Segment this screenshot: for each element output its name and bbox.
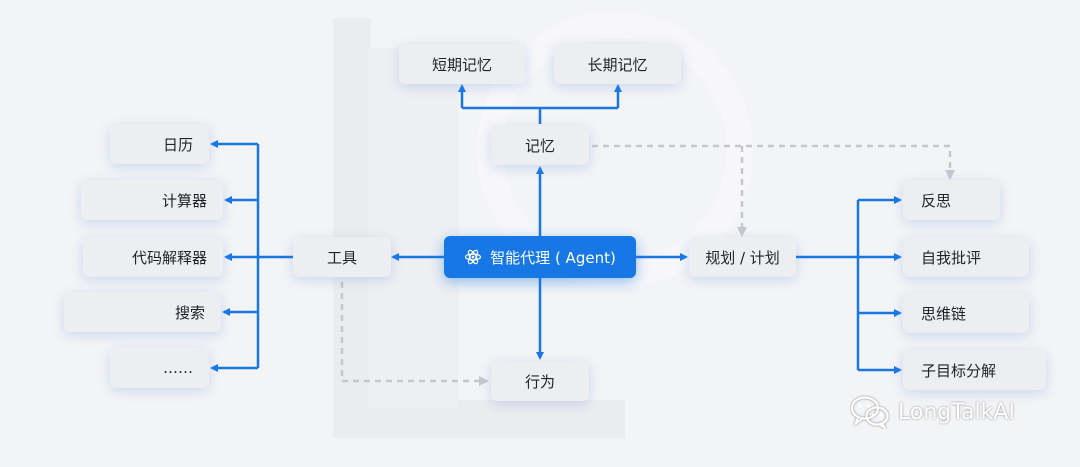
- plan-item-label: 思维链: [921, 304, 967, 323]
- tool-item-label: 计算器: [161, 191, 207, 210]
- plan-item-label: 子目标分解: [921, 361, 997, 380]
- agent-label: 智能代理 ( Agent): [490, 248, 616, 267]
- agent-node: 智能代理 ( Agent): [444, 236, 636, 278]
- tool-item-label: 搜索: [174, 303, 205, 322]
- action-label: 行为: [524, 372, 555, 391]
- plan-item-chain-of-thought: 思维链: [903, 293, 1029, 333]
- dashed-memory-to-reflection: [592, 144, 955, 180]
- tool-item-calculator: 计算器: [81, 180, 223, 220]
- plan-item-self-critique: 自我批评: [903, 237, 1029, 277]
- watermark-text: LongTalkAI: [898, 399, 1015, 425]
- plan-item-label: 反思: [921, 191, 952, 210]
- tools-node: 工具: [293, 237, 391, 277]
- memory-node: 记忆: [491, 125, 589, 165]
- tool-item-label: ……: [163, 359, 193, 377]
- tool-item-code-interpreter: 代码解释器: [83, 237, 223, 277]
- plan-item-subgoal-decomposition: 子目标分解: [903, 350, 1046, 390]
- long-term-memory-label: 长期记忆: [587, 55, 648, 74]
- plan-item-reflection: 反思: [903, 180, 1000, 220]
- wechat-watermark: LongTalkAI: [850, 395, 1015, 429]
- tool-item-search: 搜索: [64, 292, 221, 332]
- tool-item-more: ……: [110, 348, 209, 388]
- tool-item-calendar: 日历: [110, 124, 209, 164]
- tools-label: 工具: [326, 248, 357, 267]
- dashed-tools-to-action: [340, 282, 489, 386]
- action-node: 行为: [491, 361, 589, 401]
- short-term-memory-label: 短期记忆: [431, 55, 492, 74]
- plan-item-label: 自我批评: [921, 248, 982, 267]
- planning-node: 规划 / 计划: [689, 237, 796, 277]
- tool-item-label: 日历: [162, 135, 193, 154]
- short-term-memory-node: 短期记忆: [399, 44, 525, 84]
- atom-icon: [465, 249, 482, 265]
- tool-item-label: 代码解释器: [131, 248, 207, 267]
- wechat-icon: [850, 396, 889, 429]
- memory-label: 记忆: [524, 136, 555, 155]
- long-term-memory-node: 长期记忆: [554, 44, 681, 84]
- planning-label: 规划 / 计划: [705, 248, 780, 267]
